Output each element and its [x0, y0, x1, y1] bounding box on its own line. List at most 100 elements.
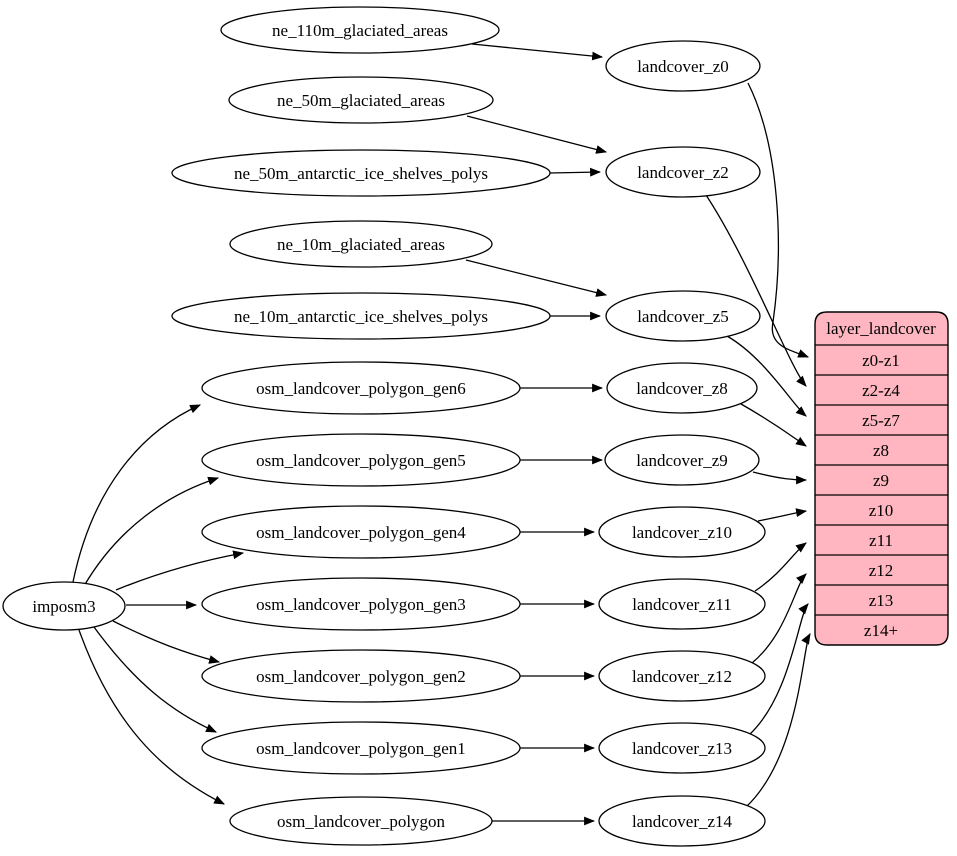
node-label: osm_landcover_polygon_gen3 [256, 595, 466, 614]
node-shape [228, 76, 494, 124]
node-label: landcover_z10 [632, 523, 732, 542]
node-landcover-z2: landcover_z2 [605, 146, 761, 198]
node-landcover-z10: landcover_z10 [598, 506, 766, 558]
table-row-5: z10 [869, 501, 894, 520]
node-shape [605, 290, 761, 342]
edge-imposm3-to-osm-landcover-polygon-gen5 [83, 476, 220, 587]
node-label: osm_landcover_polygon_gen4 [256, 523, 466, 542]
node-landcover-z0: landcover_z0 [605, 40, 761, 92]
edge-landcover-z8-to-row-z8 [740, 403, 807, 447]
edge-landcover-z11-to-row-z11 [754, 542, 807, 592]
node-label: osm_landcover_polygon_gen5 [256, 451, 466, 470]
node-shape [605, 146, 761, 198]
node-landcover-z13: landcover_z13 [598, 722, 766, 774]
node-label: landcover_z9 [636, 451, 728, 470]
table-row-2: z5-z7 [862, 411, 900, 430]
node-shape [606, 362, 758, 414]
edge-landcover-z14-to-row-z14plus [745, 633, 811, 808]
edge-ne-110m-glaciated-areas-to-landcover-z0 [471, 43, 604, 61]
node-shape [201, 721, 521, 775]
node-label: landcover_z14 [632, 812, 733, 831]
node-label: osm_landcover_polygon_gen1 [256, 739, 466, 758]
table-background [814, 311, 949, 646]
node-label: landcover_z0 [637, 57, 729, 76]
node-landcover-z8: landcover_z8 [606, 362, 758, 414]
node-label: ne_10m_antarctic_ice_shelves_polys [234, 307, 488, 326]
node-shape [201, 433, 521, 487]
table-row-8: z13 [869, 591, 894, 610]
node-osm-landcover-polygon: osm_landcover_polygon [229, 796, 493, 846]
node-label: imposm3 [32, 597, 95, 616]
node-imposm3-shape [2, 581, 126, 631]
node-osm-landcover-polygon-gen3: osm_landcover_polygon_gen3 [201, 577, 521, 631]
node-landcover-z14: landcover_z14 [598, 795, 766, 847]
edge-imposm3-to-osm-landcover-polygon [78, 629, 225, 805]
node-ne-50m-antarctic-ice-shelves-polys: ne_50m_antarctic_ice_shelves_polys [171, 149, 551, 197]
node-shape [229, 220, 493, 268]
node-label: osm_landcover_polygon_gen6 [256, 379, 466, 398]
node-shape [201, 649, 521, 703]
node-shape [220, 6, 500, 54]
node-label: landcover_z13 [632, 739, 732, 758]
node-osm-landcover-polygon-gen1: osm_landcover_polygon_gen1 [201, 721, 521, 775]
node-shape [604, 434, 760, 486]
edge-imposm3-to-osm-landcover-polygon-gen2 [112, 620, 221, 664]
node-osm-landcover-polygon-gen6: osm_landcover_polygon_gen6 [201, 361, 521, 415]
edge-landcover-z12-to-row-z12 [751, 573, 807, 664]
node-ne-10m-glaciated-areas: ne_10m_glaciated_areas [229, 220, 493, 268]
node-osm-landcover-polygon-gen5: osm_landcover_polygon_gen5 [201, 433, 521, 487]
node-ne-10m-antarctic-ice-shelves-polys: ne_10m_antarctic_ice_shelves_polys [171, 292, 551, 340]
node-label: ne_50m_glaciated_areas [277, 91, 445, 110]
node-osm-landcover-polygon-gen2: osm_landcover_polygon_gen2 [201, 649, 521, 703]
node-shape [201, 505, 521, 559]
node-label: landcover_z8 [636, 379, 728, 398]
node-shape [201, 361, 521, 415]
node-shape [598, 722, 766, 774]
edge-landcover-z2-to-row-z2-z4 [705, 194, 807, 387]
table-row-0: z0-z1 [862, 351, 900, 370]
node-label: landcover_z2 [637, 163, 729, 182]
edge-landcover-z5-to-row-z5-z7 [726, 335, 807, 417]
edge-landcover-z13-to-row-z13 [748, 603, 809, 736]
edge-landcover-z10-to-row-z10 [757, 508, 808, 522]
node-shape [229, 796, 493, 846]
table-row-6: z11 [869, 531, 893, 550]
table-row-3: z8 [873, 441, 889, 460]
node-shape [605, 40, 761, 92]
node-shape [598, 506, 766, 558]
node-label: osm_landcover_polygon [277, 812, 446, 831]
node-label: ne_10m_glaciated_areas [277, 235, 445, 254]
node-shape [598, 578, 766, 630]
edge-ne-50m-antarctic-ice-shelves-polys-to-landcover-z2 [549, 167, 602, 177]
node-label: landcover_z11 [632, 595, 731, 614]
node-imposm3: imposm3 [2, 581, 126, 631]
edge-imposm3-to-osm-landcover-polygon-gen6 [72, 404, 202, 583]
node-landcover-z11: landcover_z11 [598, 578, 766, 630]
table-row-1: z2-z4 [862, 381, 900, 400]
node-ne-110m-glaciated-areas: ne_110m_glaciated_areas [220, 6, 500, 54]
node-shape [171, 292, 551, 340]
table-row-7: z12 [869, 561, 894, 580]
node-shape [598, 795, 766, 847]
node-shape [201, 577, 521, 631]
node-label: ne_50m_antarctic_ice_shelves_polys [234, 164, 488, 183]
node-label: ne_110m_glaciated_areas [272, 21, 448, 40]
node-ne-50m-glaciated-areas: ne_50m_glaciated_areas [228, 76, 494, 124]
node-label: landcover_z5 [637, 307, 729, 326]
node-landcover-z12: landcover_z12 [598, 650, 766, 702]
node-landcover-z5: landcover_z5 [605, 290, 761, 342]
table-layer-landcover: layer_landcover z0-z1 z2-z4 z5-z7 z8 z9 … [814, 311, 949, 646]
node-landcover-z9: landcover_z9 [604, 434, 760, 486]
node-shape [171, 149, 551, 197]
node-osm-landcover-polygon-gen4: osm_landcover_polygon_gen4 [201, 505, 521, 559]
table-title: layer_landcover [826, 319, 936, 338]
edge-ne-10m-glaciated-areas-to-landcover-z5 [465, 259, 608, 297]
edge-imposm3-to-osm-landcover-polygon-gen4 [115, 550, 245, 591]
edge-landcover-z9-to-row-z9 [752, 471, 808, 485]
node-shape [598, 650, 766, 702]
table-row-4: z9 [873, 471, 889, 490]
node-label: osm_landcover_polygon_gen2 [256, 667, 466, 686]
edge-imposm3-to-osm-landcover-polygon-gen1 [93, 626, 218, 733]
